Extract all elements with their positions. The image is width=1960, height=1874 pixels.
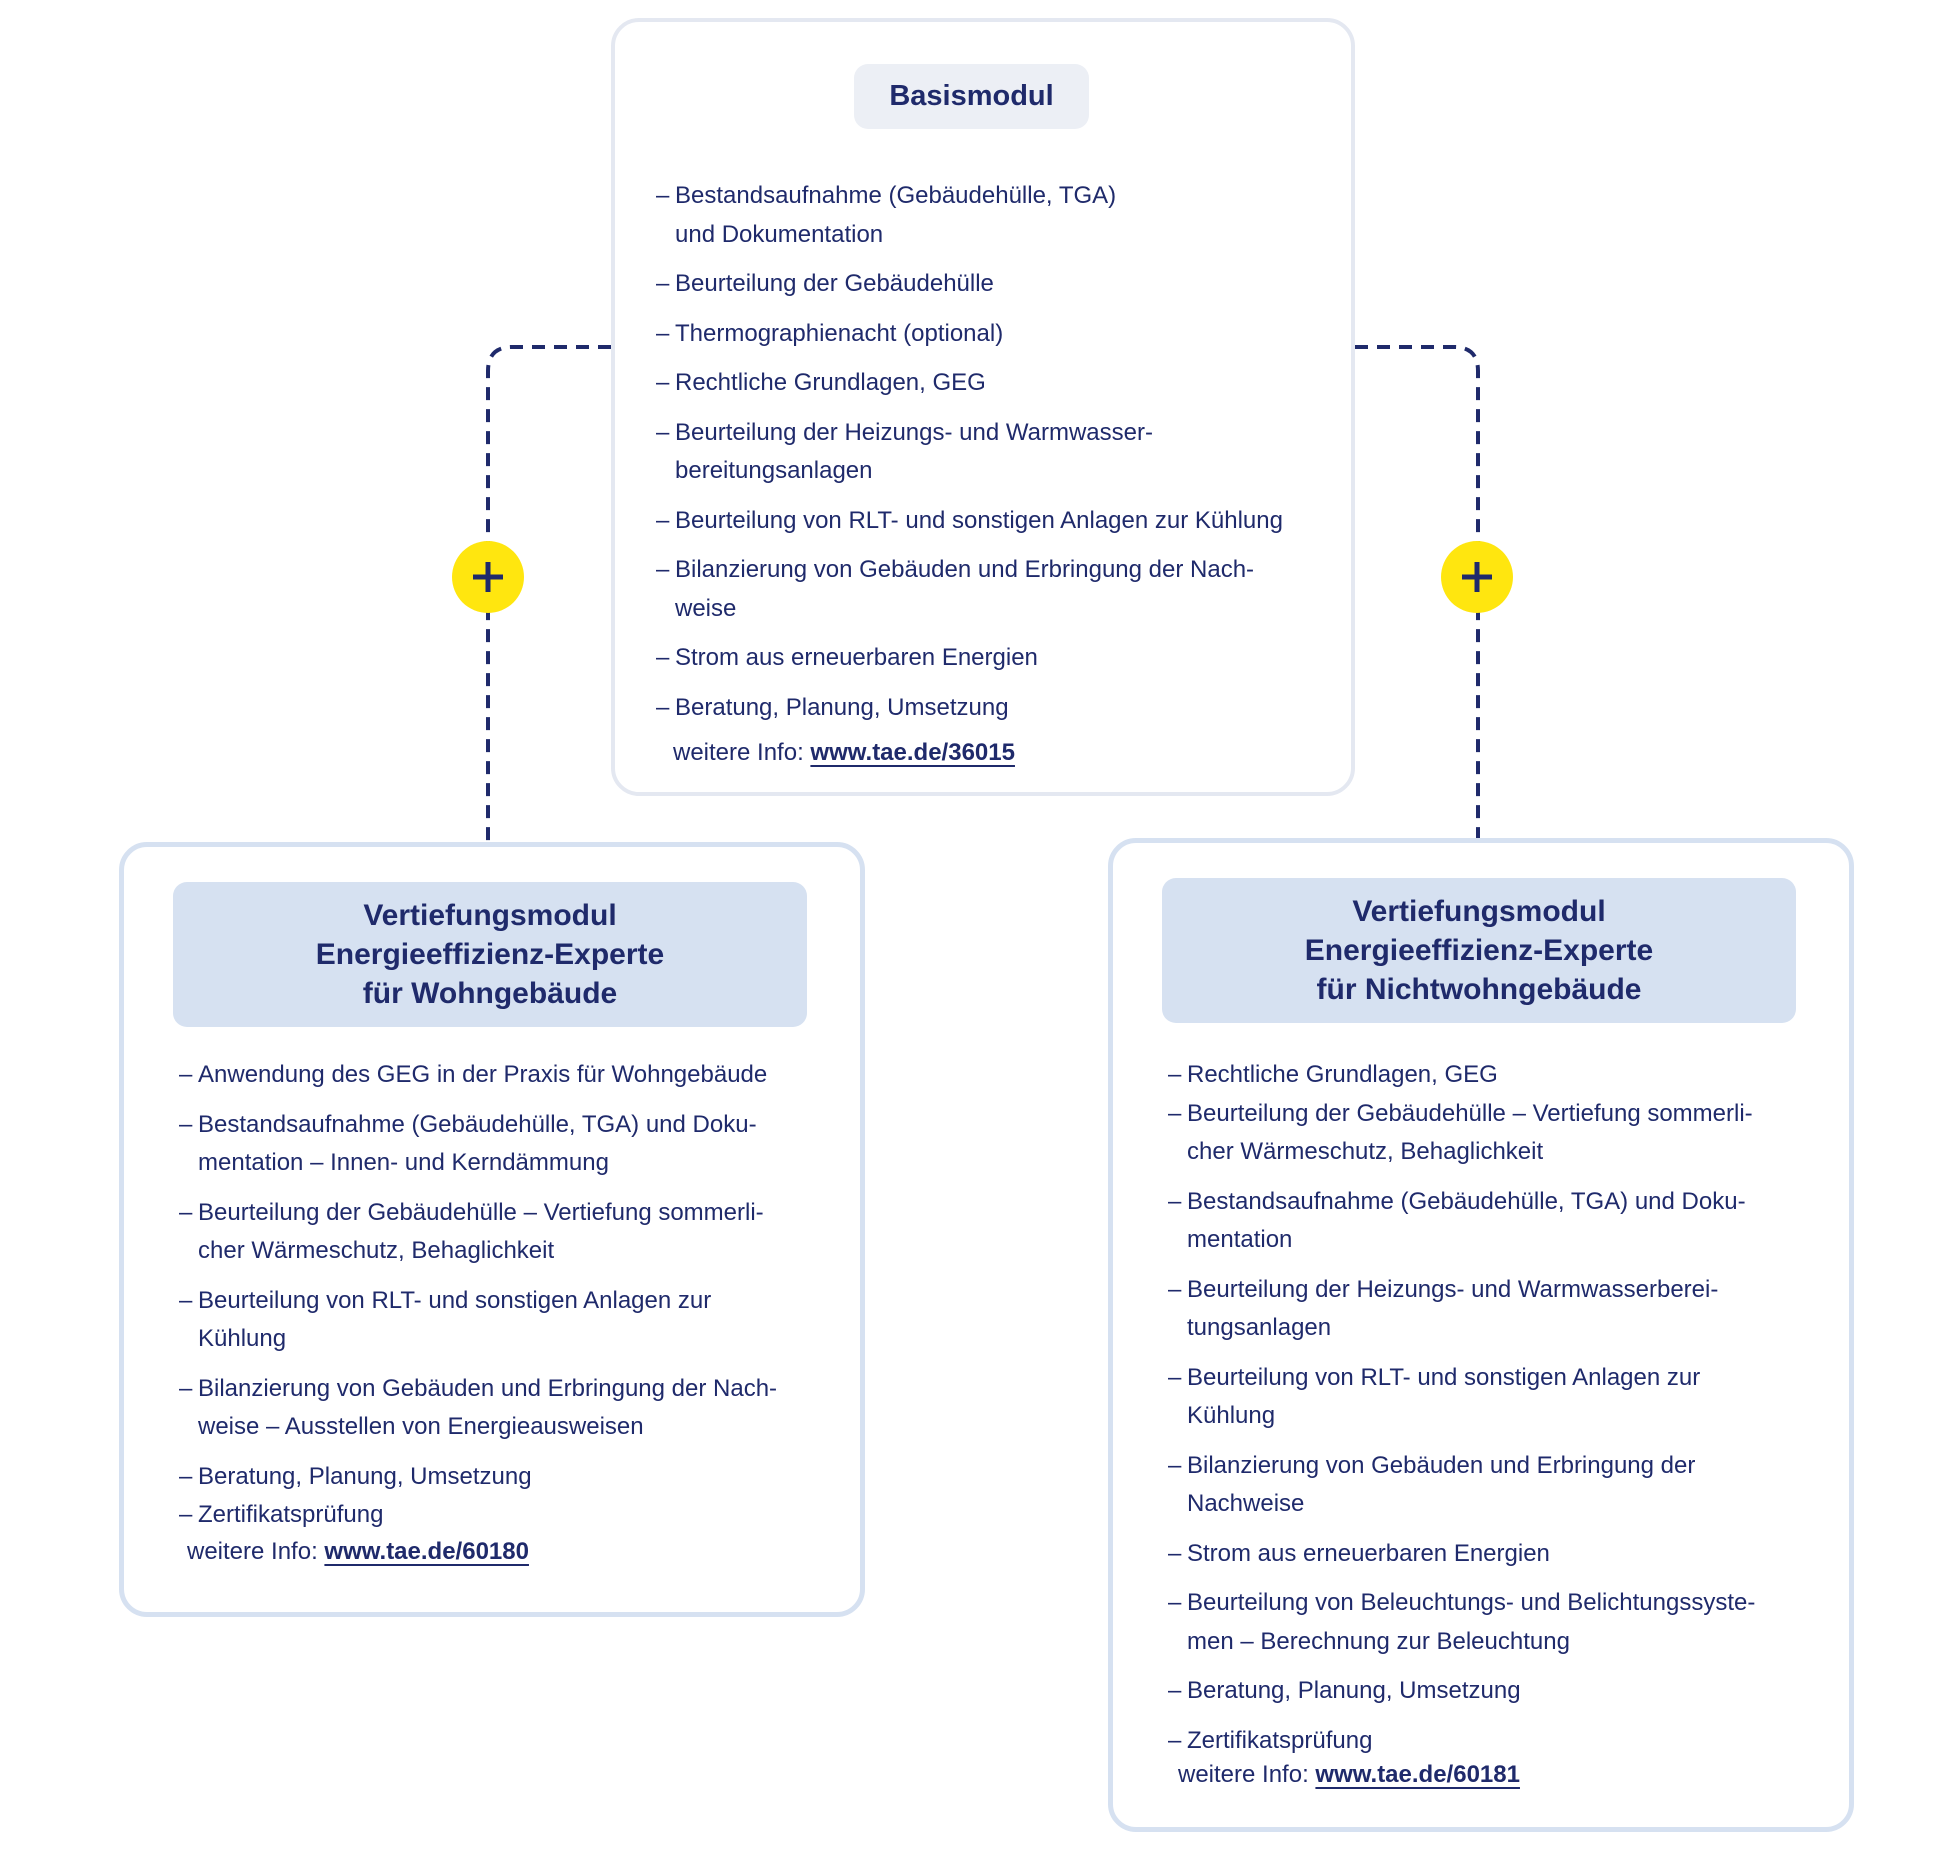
header-line: für Wohngebäude [362,977,618,1010]
list-item: Rechtliche Grundlagen, GEG [1168,1056,1848,1095]
plus-badge-right [1441,541,1513,613]
list-item: Bilanzierung von Gebäuden und Erbringung… [656,551,1346,628]
list-item: Thermographienacht (optional) [656,315,1346,354]
list-item: Strom aus erneuerbaren Energien [656,639,1346,678]
list-item: Beurteilung der Heizungs- und Warmwasser… [656,414,1346,491]
list-item: Beratung, Planung, Umsetzung [656,689,1346,728]
list-item: Bestandsaufnahme (Gebäudehülle, TGA) und… [656,177,1346,254]
list-item: Beurteilung von RLT- und sonstigen Anlag… [179,1282,859,1359]
plus-icon [1462,562,1492,592]
list-item: Beurteilung der Gebäudehülle – Vertiefun… [179,1194,859,1271]
list-item: Bilanzierung von Gebäuden und Erbringung… [179,1370,859,1447]
list-item: Beurteilung der Gebäudehülle – Vertiefun… [1168,1095,1848,1172]
info-label: weitere Info: [1178,1761,1309,1788]
list-item: Anwendung des GEG in der Praxis für Wohn… [179,1056,859,1095]
nichtwohngebaeude-item-list: Rechtliche Grundlagen, GEG Beurteilung d… [1168,1056,1848,1771]
nichtwohngebaeude-card: Vertiefungsmodul Energieeffizienz-Expert… [1108,838,1854,1832]
list-item: Rechtliche Grundlagen, GEG [656,364,1346,403]
header-line: Vertiefungsmodul [1352,895,1606,928]
list-item: Beurteilung von RLT- und sonstigen Anlag… [1168,1359,1848,1436]
plus-badge-left [452,541,524,613]
list-item: Beurteilung der Gebäudehülle [656,265,1346,304]
wohngebaeude-header: Vertiefungsmodul Energieeffizienz-Expert… [173,882,807,1027]
connector-left [486,345,611,842]
info-link[interactable]: www.tae.de/60181 [1315,1761,1520,1788]
list-item: Beratung, Planung, Umsetzung [179,1458,859,1497]
header-line: Energieeffizienz-Experte [315,938,665,971]
list-item: Beurteilung von Beleuchtungs- und Belich… [1168,1584,1848,1661]
info-label: weitere Info: [187,1538,318,1565]
list-item: Beurteilung der Heizungs- und Warmwasser… [1168,1271,1848,1348]
wohngebaeude-item-list: Anwendung des GEG in der Praxis für Wohn… [179,1056,859,1546]
wohngebaeude-info: weitere Info: www.tae.de/60180 [187,1535,529,1569]
nichtwohngebaeude-info: weitere Info: www.tae.de/60181 [1178,1758,1520,1792]
list-item: Bestandsaufnahme (Gebäudehülle, TGA) und… [179,1106,859,1183]
list-item: Beratung, Planung, Umsetzung [1168,1672,1848,1711]
header-line: Vertiefungsmodul [363,899,617,932]
basismodul-title: Basismodul [854,64,1089,129]
info-link[interactable]: www.tae.de/36015 [810,739,1015,766]
info-label: weitere Info: [673,739,804,766]
header-line: für Nichtwohngebäude [1316,973,1642,1006]
connector-right [1355,345,1480,838]
list-item: Beurteilung von RLT- und sonstigen Anlag… [656,502,1346,541]
basismodul-card: Basismodul Bestandsaufnahme (Gebäudehüll… [611,18,1355,796]
plus-icon [473,562,503,592]
nichtwohngebaeude-header: Vertiefungsmodul Energieeffizienz-Expert… [1162,878,1796,1023]
wohngebaeude-card: Vertiefungsmodul Energieeffizienz-Expert… [119,842,865,1617]
list-item: Strom aus erneuerbaren Energien [1168,1535,1848,1574]
basismodul-item-list: Bestandsaufnahme (Gebäudehülle, TGA) und… [656,177,1346,738]
list-item: Zertifikatsprüfung [179,1496,859,1535]
info-link[interactable]: www.tae.de/60180 [324,1538,529,1565]
header-line: Energieeffizienz-Experte [1304,934,1654,967]
list-item: Bestandsaufnahme (Gebäudehülle, TGA) und… [1168,1183,1848,1260]
list-item: Zertifikatsprüfung [1168,1722,1848,1761]
basismodul-info: weitere Info: www.tae.de/36015 [673,736,1015,770]
list-item: Bilanzierung von Gebäuden und Erbringung… [1168,1447,1848,1524]
